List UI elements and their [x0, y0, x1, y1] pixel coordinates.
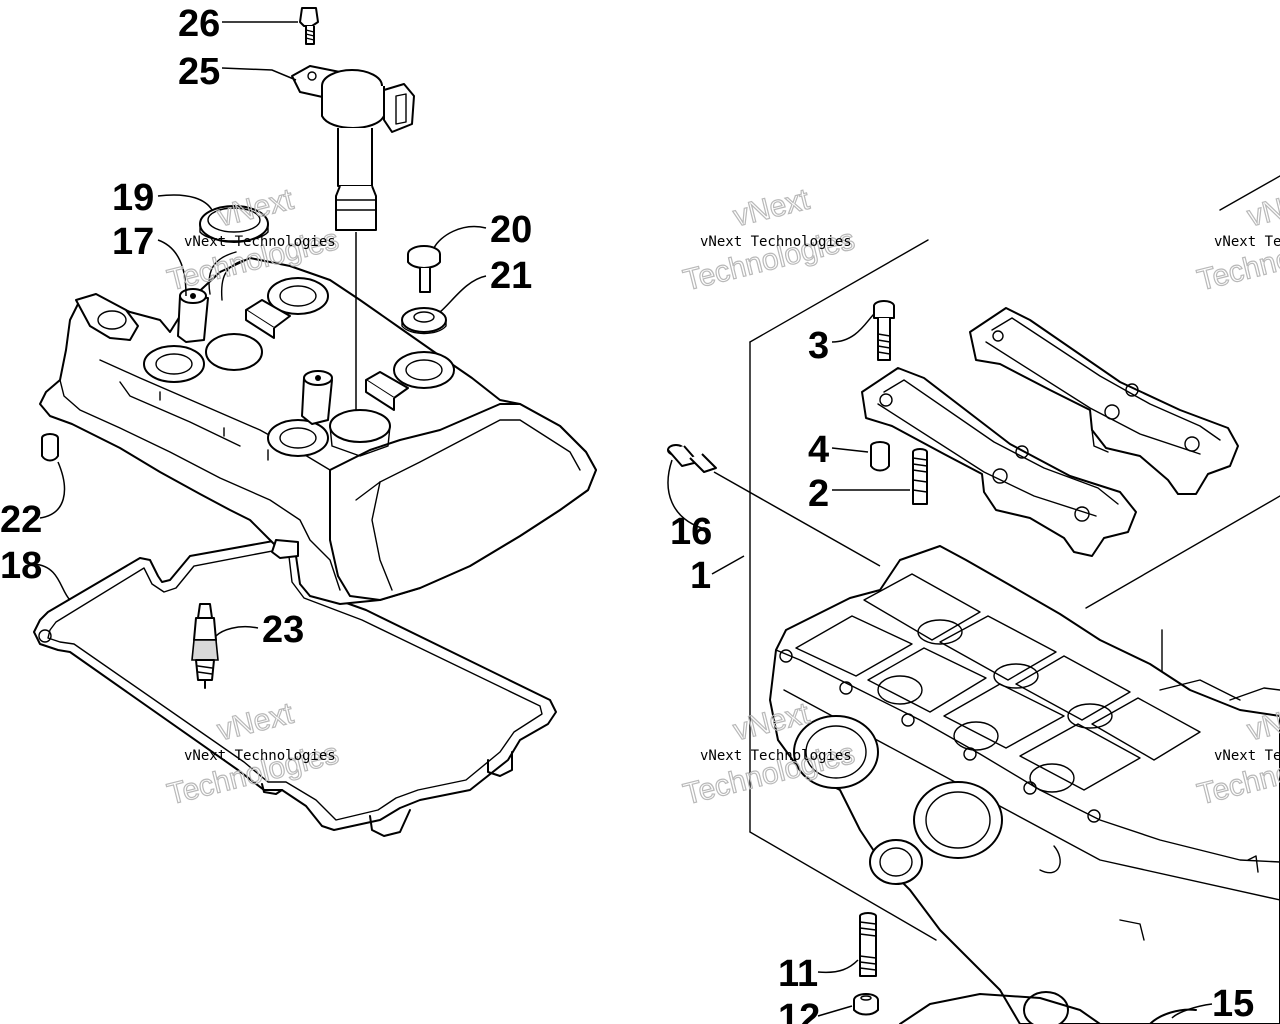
- stud-2: [912, 448, 928, 505]
- washer-12: [853, 993, 879, 1016]
- callout-22: 22: [0, 499, 42, 541]
- callout-15: 15: [1212, 983, 1254, 1024]
- callout-16: 16: [670, 511, 712, 553]
- callout-21: 21: [490, 255, 532, 297]
- callout-11: 11: [778, 953, 818, 995]
- watermark-2: Technologies vNext vNext Technologies: [679, 182, 858, 298]
- svg-text:vNext Technologies: vNext Technologies: [700, 748, 852, 764]
- svg-text:vNext Technologies: vNext Technologies: [184, 748, 336, 764]
- svg-text:vNext: vNext: [214, 697, 297, 748]
- svg-text:vNext Technologies: vNext Technologies: [700, 234, 852, 250]
- watermark-4: Technologies vNext vNext Technologies: [163, 696, 342, 812]
- camshaft-holder-rear: [969, 307, 1239, 495]
- callout-26: 26: [178, 3, 220, 45]
- dowel-4: [870, 441, 890, 472]
- oil-filler-cap: [199, 205, 269, 243]
- bolt-26: [299, 7, 319, 45]
- svg-text:vNext Technologies: vNext Technologies: [184, 234, 336, 250]
- callout-19: 19: [112, 177, 154, 219]
- bolt-3: [873, 300, 895, 361]
- svg-text:vNext: vNext: [730, 183, 813, 234]
- svg-text:vNext Technologies: vNext Technologies: [1214, 234, 1280, 250]
- head-gasket-15: [899, 993, 1197, 1024]
- callout-4: 4: [808, 429, 829, 471]
- callout-25: 25: [178, 51, 220, 93]
- leader-lines-right: [667, 313, 1213, 1019]
- cylinder-head: [769, 545, 1280, 1024]
- ignition-coil: [291, 65, 415, 410]
- bolt-20: [407, 245, 441, 293]
- head-cover-gasket: [33, 537, 557, 837]
- stud-11: [859, 912, 877, 977]
- callout-20: 20: [490, 209, 532, 251]
- callout-17: 17: [112, 221, 154, 263]
- valve-cover: [39, 251, 597, 605]
- leader-lines-left: [33, 21, 487, 637]
- spark-plug: [191, 603, 219, 689]
- fitting-16: [667, 444, 881, 567]
- callout-18: 18: [0, 545, 42, 587]
- callout-labels: 26 25 19 17 20 21 22 18 23 3 4 2 16 1 11…: [0, 3, 1254, 1024]
- grommet-21: [401, 307, 447, 335]
- callout-12: 12: [778, 997, 820, 1024]
- camshaft-holder-front: [861, 367, 1137, 557]
- callout-3: 3: [808, 325, 829, 367]
- callout-1: 1: [690, 555, 711, 597]
- svg-text:vNext: vNext: [1244, 183, 1280, 234]
- svg-text:vNext: vNext: [1244, 697, 1280, 748]
- callout-2: 2: [808, 473, 829, 515]
- callout-23: 23: [262, 609, 304, 651]
- dowel-22: [41, 433, 59, 462]
- svg-text:vNext Technologies: vNext Technologies: [1214, 748, 1280, 764]
